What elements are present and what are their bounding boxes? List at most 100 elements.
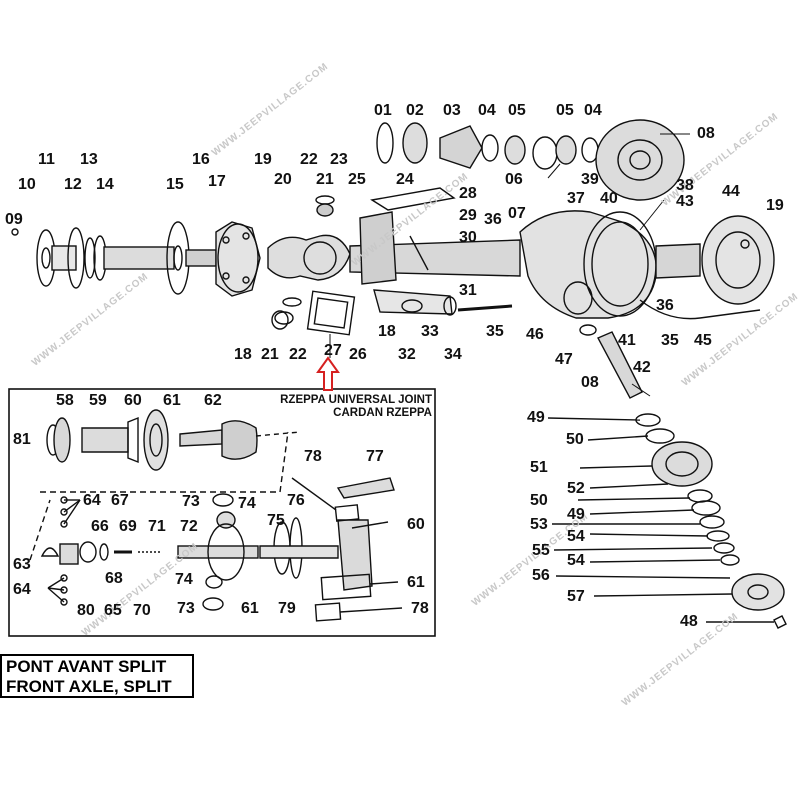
part-label: 45 bbox=[694, 332, 712, 349]
part-label: 58 bbox=[56, 392, 74, 409]
part-label: 62 bbox=[204, 392, 222, 409]
part-label: 10 bbox=[18, 176, 36, 193]
part-label: 81 bbox=[13, 431, 31, 448]
part-label: 73 bbox=[177, 600, 195, 617]
part-label: 72 bbox=[180, 518, 198, 535]
part-label: 47 bbox=[555, 351, 573, 368]
part-label: 50 bbox=[530, 492, 548, 509]
part-label: 73 bbox=[182, 493, 200, 510]
part-label: 76 bbox=[287, 492, 305, 509]
part-label: 35 bbox=[661, 332, 679, 349]
part-label: 61 bbox=[407, 574, 425, 591]
part-label: 64 bbox=[83, 492, 101, 509]
part-label: 26 bbox=[349, 346, 367, 363]
inset-title: RZEPPA UNIVERSAL JOINT CARDAN RZEPPA bbox=[240, 394, 432, 420]
pinion-gear bbox=[579, 324, 643, 399]
part-label: 54 bbox=[567, 552, 585, 569]
part-label: 43 bbox=[676, 193, 694, 210]
part-label: 21 bbox=[261, 346, 279, 363]
part-label: 36 bbox=[484, 211, 502, 228]
part-label: 55 bbox=[532, 542, 550, 559]
part-label: 17 bbox=[208, 173, 226, 190]
part-label: 65 bbox=[104, 602, 122, 619]
part-label: 74 bbox=[175, 571, 193, 588]
inset-title-line2: CARDAN RZEPPA bbox=[333, 407, 432, 420]
part-label: 29 bbox=[459, 207, 477, 224]
part-label: 75 bbox=[267, 512, 285, 529]
part-label: 78 bbox=[304, 448, 322, 465]
part-label: 06 bbox=[505, 171, 523, 188]
rzeppa-joint-parts bbox=[29, 409, 403, 622]
ring-gear-and-bearings bbox=[376, 119, 685, 201]
part-label: 80 bbox=[77, 602, 95, 619]
part-label: 07 bbox=[508, 205, 526, 222]
part-label: 50 bbox=[566, 431, 584, 448]
part-label: 70 bbox=[133, 602, 151, 619]
part-label: 08 bbox=[581, 374, 599, 391]
part-label: 22 bbox=[300, 151, 318, 168]
part-label: 42 bbox=[633, 359, 651, 376]
part-label: 61 bbox=[241, 600, 259, 617]
part-label: 51 bbox=[530, 459, 548, 476]
part-label: 15 bbox=[166, 176, 184, 193]
part-label: 24 bbox=[396, 171, 414, 188]
part-label: 04 bbox=[584, 102, 602, 119]
part-label: 05 bbox=[556, 102, 574, 119]
part-label: 53 bbox=[530, 516, 548, 533]
part-label: 34 bbox=[444, 346, 462, 363]
part-label: 54 bbox=[567, 528, 585, 545]
part-label: 41 bbox=[618, 332, 636, 349]
part-label: 22 bbox=[289, 346, 307, 363]
part-label: 48 bbox=[680, 613, 698, 630]
part-label: 30 bbox=[459, 229, 477, 246]
part-label: 36 bbox=[656, 297, 674, 314]
part-label: 32 bbox=[398, 346, 416, 363]
part-label: 71 bbox=[148, 518, 166, 535]
left-hub-assembly bbox=[36, 221, 217, 295]
part-label: 18 bbox=[234, 346, 252, 363]
part-label: 35 bbox=[486, 323, 504, 340]
part-label: 33 bbox=[421, 323, 439, 340]
part-label: 19 bbox=[254, 151, 272, 168]
part-label: 49 bbox=[567, 506, 585, 523]
part-label: 03 bbox=[443, 102, 461, 119]
part-label: 23 bbox=[330, 151, 348, 168]
part-label: 08 bbox=[697, 125, 715, 142]
knuckle-housing bbox=[267, 195, 351, 325]
inset-title-line1: RZEPPA UNIVERSAL JOINT bbox=[280, 394, 432, 406]
part-label: 69 bbox=[119, 518, 137, 535]
part-label: 14 bbox=[96, 176, 114, 193]
part-label: 19 bbox=[766, 197, 784, 214]
part-label: 68 bbox=[105, 570, 123, 587]
part-label: 16 bbox=[192, 151, 210, 168]
part-label: 78 bbox=[411, 600, 429, 617]
part-label: 66 bbox=[91, 518, 109, 535]
part-label: 09 bbox=[5, 211, 23, 228]
part-label: 25 bbox=[348, 171, 366, 188]
part-label: 02 bbox=[406, 102, 424, 119]
part-label: 31 bbox=[459, 282, 477, 299]
part-label: 38 bbox=[676, 177, 694, 194]
part-label: 39 bbox=[581, 171, 599, 188]
differential-housing bbox=[519, 210, 701, 319]
part-label: 67 bbox=[111, 492, 129, 509]
axle-tube bbox=[349, 187, 521, 315]
part-label: 44 bbox=[722, 183, 740, 200]
part-label: 01 bbox=[374, 102, 392, 119]
leader-lines bbox=[329, 133, 690, 397]
small-parts bbox=[11, 228, 457, 336]
part-label: 74 bbox=[238, 495, 256, 512]
part-label: 37 bbox=[567, 190, 585, 207]
part-label: 20 bbox=[274, 171, 292, 188]
part-label: 79 bbox=[278, 600, 296, 617]
hub-stack-parts bbox=[547, 413, 787, 629]
part-label: 56 bbox=[532, 567, 550, 584]
part-label: 05 bbox=[508, 102, 526, 119]
part-label: 61 bbox=[163, 392, 181, 409]
inset-box bbox=[8, 388, 436, 637]
part-label: 21 bbox=[316, 171, 334, 188]
caption-line2: FRONT AXLE, SPLIT bbox=[6, 677, 172, 696]
steering-knuckle bbox=[215, 221, 261, 297]
caption-line1: PONT AVANT SPLIT bbox=[6, 657, 167, 676]
